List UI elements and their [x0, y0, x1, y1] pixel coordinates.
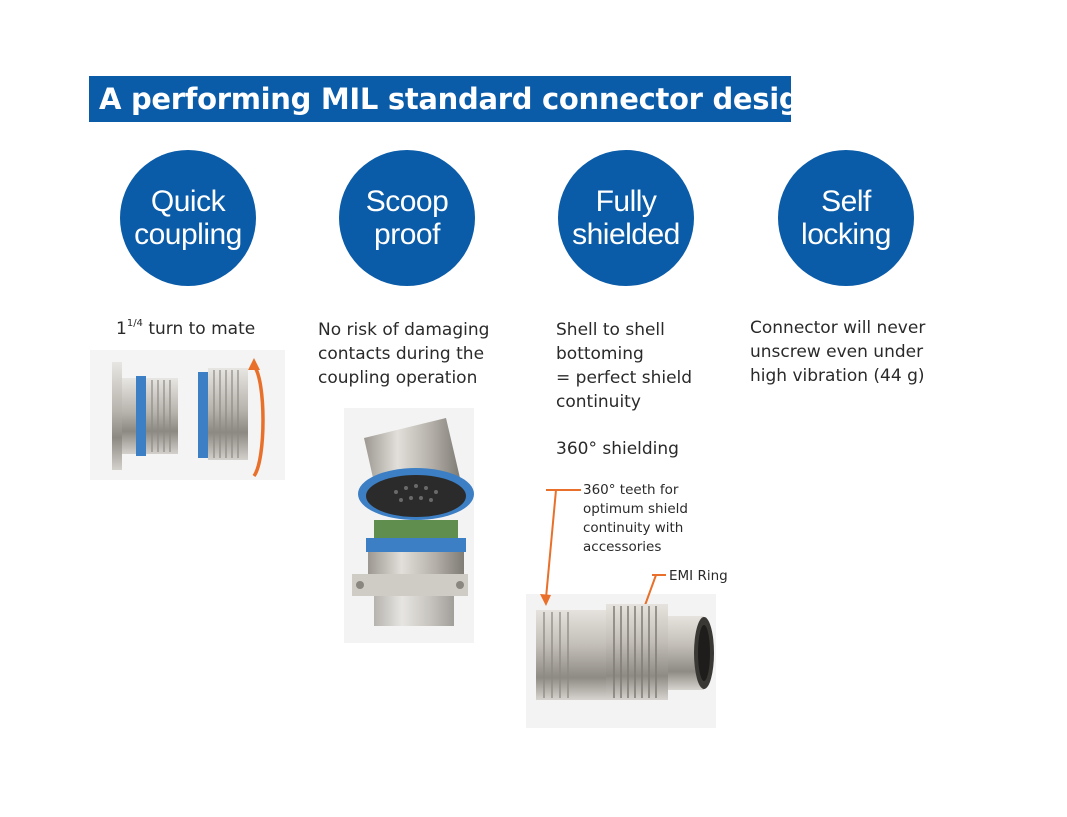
fully-shielded-badge: Fully shielded	[558, 150, 694, 286]
scoop-proof-connector-image	[344, 408, 474, 643]
description-line: high vibration (44 g)	[750, 366, 925, 386]
annotation-line: 360° teeth for	[583, 482, 679, 498]
scoop-proof-description: No risk of damaging contacts during the …	[318, 318, 489, 390]
fully-shielded-connector-image	[526, 489, 716, 728]
mate-fraction: 1/4	[126, 318, 143, 329]
badge-line: Scoop	[365, 185, 449, 218]
emi-ring-annotation: EMI Ring	[669, 567, 728, 586]
quick-coupling-connector-image	[90, 350, 285, 480]
description-line: bottoming	[556, 344, 644, 364]
badge-line: coupling	[134, 218, 242, 251]
title-banner: A performing MIL standard connector desi…	[89, 76, 820, 122]
description-line: contacts during the	[318, 344, 485, 364]
annotation-line: continuity with	[583, 520, 684, 536]
annotation-line: optimum shield	[583, 501, 688, 517]
self-locking-description: Connector will never unscrew even under …	[750, 316, 925, 388]
self-locking-badge: Self locking	[778, 150, 914, 286]
turn-to-mate-text: 11/4 turn to mate	[116, 318, 255, 339]
description-line: unscrew even under	[750, 342, 924, 362]
description-line: continuity	[556, 392, 641, 412]
description-line: No risk of damaging	[318, 320, 490, 340]
mate-prefix: 1	[116, 319, 127, 339]
annotation-line: accessories	[583, 539, 662, 555]
mate-suffix: turn to mate	[142, 319, 256, 339]
description-line: Connector will never	[750, 318, 926, 338]
quick-coupling-badge: Quick coupling	[120, 150, 256, 286]
badge-line: proof	[374, 218, 440, 251]
badge-line: locking	[801, 218, 891, 251]
annotation-line: EMI Ring	[669, 568, 728, 584]
badge-line: shielded	[572, 218, 680, 251]
description-line: Shell to shell	[556, 320, 665, 340]
description-line: 360° shielding	[556, 439, 679, 459]
description-line: = perfect shield	[556, 368, 693, 388]
teeth-annotation: 360° teeth for optimum shield continuity…	[583, 481, 688, 557]
badge-line: Self	[821, 185, 871, 218]
scoop-proof-badge: Scoop proof	[339, 150, 475, 286]
badge-line: Quick	[150, 185, 226, 218]
badge-line: Fully	[595, 185, 657, 218]
description-line: coupling operation	[318, 368, 478, 388]
shielding-360-text: 360° shielding	[556, 437, 679, 461]
page-title: A performing MIL standard connector desi…	[99, 82, 820, 116]
fully-shielded-description: Shell to shell bottoming = perfect shiel…	[556, 318, 692, 414]
